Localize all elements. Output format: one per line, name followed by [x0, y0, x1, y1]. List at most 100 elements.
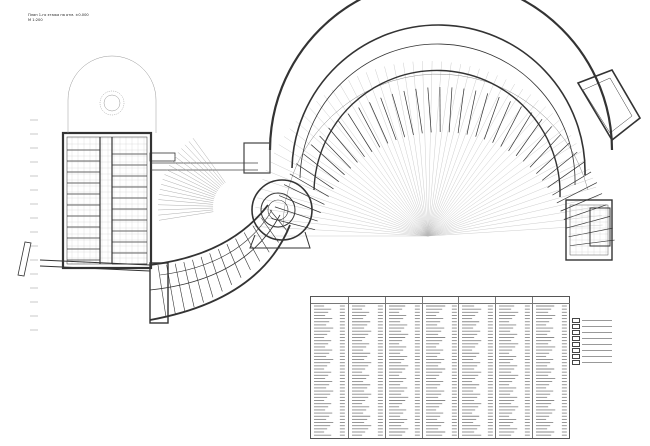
schedule-column [532, 297, 570, 438]
room-partition [483, 96, 500, 140]
room-partition [192, 259, 204, 303]
radial-line [427, 62, 452, 237]
room-partition [358, 107, 381, 148]
legend-item [572, 323, 612, 329]
stair-tread [168, 164, 217, 193]
radial-line [427, 187, 597, 237]
radial-line [427, 94, 532, 237]
legend-swatch [572, 323, 580, 329]
legend-item [572, 335, 612, 341]
room-partition [174, 263, 186, 312]
room-partition [391, 93, 406, 138]
stair-tread [164, 174, 216, 196]
schedule-column [421, 297, 460, 438]
stair-tread [166, 169, 217, 195]
room-partition [337, 120, 365, 158]
room-partition [475, 93, 489, 137]
radial-line [316, 101, 429, 237]
room-partition [319, 135, 352, 169]
radial-line [403, 62, 429, 237]
room-partition [560, 193, 603, 212]
room-partition [235, 238, 251, 270]
room-partition [278, 195, 321, 213]
radial-line [323, 95, 429, 237]
schedule-rows [351, 305, 383, 436]
room-partition [347, 113, 373, 152]
sheet-title-block: План 1-го этажа на отм. ±0.000 М 1:200 [28, 13, 89, 23]
schedule-rows [536, 305, 567, 436]
room-partition [209, 253, 223, 292]
radial-line [278, 144, 429, 237]
stair-tread [162, 179, 215, 198]
radial-line [375, 69, 429, 237]
stair-tread [159, 189, 214, 201]
schedule-header [496, 297, 534, 304]
schedule-header [533, 297, 570, 304]
radial-line [357, 75, 429, 237]
radial-line [427, 75, 498, 237]
schedule-rows [314, 305, 345, 436]
stair-tread [192, 138, 226, 183]
room-partition [296, 163, 334, 190]
legend-text [582, 343, 612, 345]
room-partition [218, 248, 232, 286]
legend-item [572, 341, 612, 347]
radial-line [427, 196, 599, 237]
radial-line [309, 107, 429, 237]
room-partition [183, 262, 195, 308]
stair-tread [177, 152, 221, 188]
room-partition [269, 209, 289, 233]
room-partition [403, 90, 414, 136]
room-partition [303, 153, 339, 182]
room-partition [200, 256, 214, 298]
room-partition [157, 264, 167, 318]
radial-line [273, 152, 429, 237]
legend-swatch [572, 329, 580, 335]
stair-tread [188, 141, 225, 184]
room-partition [500, 106, 522, 147]
axis-marks [30, 119, 38, 331]
stair-tread [158, 207, 214, 211]
radial-line [283, 136, 429, 237]
room-partition [492, 101, 511, 143]
room-partition [243, 232, 261, 262]
schedule-rows [388, 305, 420, 436]
radial-line [348, 79, 429, 237]
radial-line [427, 106, 546, 237]
legend-item [572, 347, 612, 353]
radial-line [427, 127, 566, 237]
schedule-rows [425, 305, 457, 436]
legend-swatch [572, 335, 580, 341]
radial-line [257, 197, 429, 237]
sheet-scale: М 1:200 [28, 18, 43, 22]
outer-dimension-arc [282, 73, 589, 229]
legend-item [572, 329, 612, 335]
schedule-column [458, 297, 497, 438]
rotunda [249, 179, 313, 249]
room-partition [289, 173, 329, 197]
west-block [17, 131, 176, 324]
radial-line [253, 226, 429, 237]
radial-line [289, 128, 429, 237]
curved-wing [268, 0, 615, 247]
room-partition [522, 126, 552, 162]
room-partition [552, 171, 592, 196]
radial-line [427, 151, 582, 237]
legend-item [572, 353, 612, 359]
schedule-column [311, 297, 348, 438]
radial-line [302, 114, 429, 237]
room-partition [529, 134, 562, 168]
radial-line [427, 160, 586, 237]
room-partition [415, 88, 423, 134]
radial-line [393, 64, 429, 237]
schedule-header [311, 297, 348, 304]
stair-tread [158, 204, 214, 207]
stair-tread [184, 144, 223, 186]
legend-text [582, 319, 612, 321]
radial-line [427, 64, 461, 237]
radial-line [295, 121, 429, 237]
radial-line [427, 168, 590, 237]
room-partition [328, 127, 358, 163]
